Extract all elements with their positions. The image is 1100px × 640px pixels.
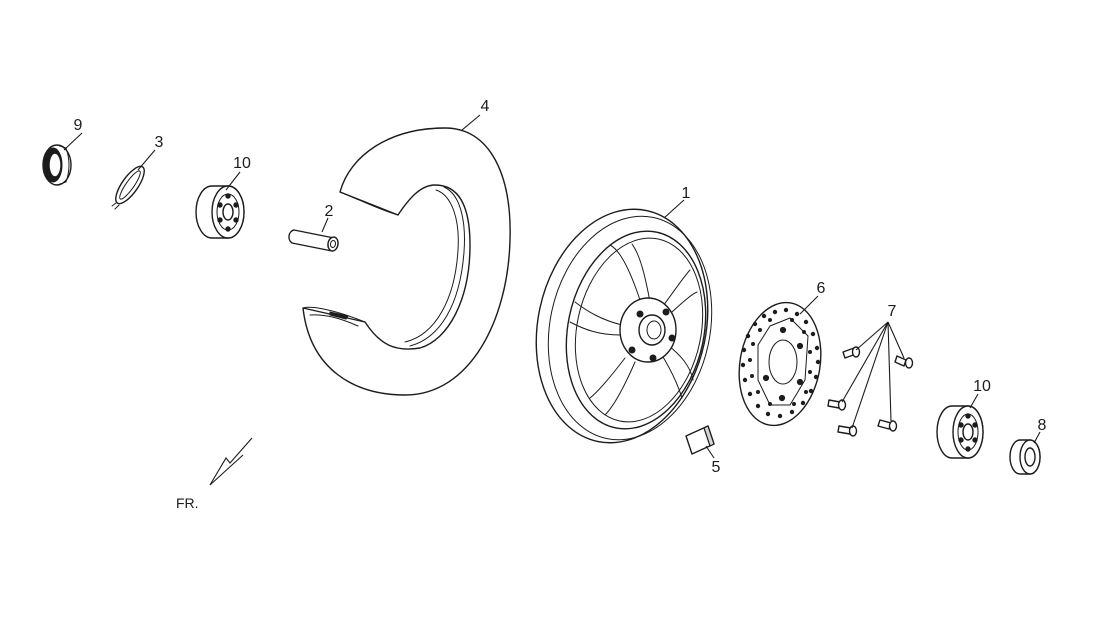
brake-disc-holes bbox=[740, 307, 821, 419]
part-1-wheel-rim bbox=[535, 208, 713, 444]
part-6-brake-disc bbox=[738, 301, 822, 427]
part-9-dust-seal bbox=[42, 144, 72, 186]
part-4-tire bbox=[302, 127, 511, 396]
part-8-collar bbox=[1009, 439, 1041, 475]
bolt bbox=[842, 346, 861, 359]
callout-3: 3 bbox=[155, 134, 164, 151]
bolt bbox=[837, 425, 858, 437]
bolt bbox=[877, 419, 898, 432]
part-10-bearing-right bbox=[936, 405, 984, 459]
part-3-circlip bbox=[111, 165, 145, 210]
callout-4: 4 bbox=[481, 98, 490, 115]
leader-lines bbox=[63, 114, 1041, 459]
callout-2: 2 bbox=[325, 203, 334, 220]
callout-10-left: 10 bbox=[233, 155, 251, 172]
callout-1: 1 bbox=[682, 185, 691, 202]
front-label: FR. bbox=[176, 495, 199, 511]
callout-9: 9 bbox=[74, 117, 83, 134]
callout-8: 8 bbox=[1038, 417, 1047, 434]
front-direction-arrow: FR. bbox=[176, 437, 253, 511]
part-7-bolts bbox=[827, 346, 914, 437]
callout-5: 5 bbox=[712, 459, 721, 476]
callout-7: 7 bbox=[888, 303, 897, 320]
callouts: 9 3 10 2 4 1 5 6 7 10 8 bbox=[74, 98, 1047, 476]
callout-6: 6 bbox=[817, 280, 826, 297]
part-2-spacer bbox=[288, 229, 339, 252]
callout-10-right: 10 bbox=[973, 378, 991, 395]
part-5-valve bbox=[685, 425, 715, 455]
bolt bbox=[894, 355, 914, 369]
part-10-bearing-left bbox=[195, 185, 245, 239]
bolt bbox=[827, 399, 847, 411]
